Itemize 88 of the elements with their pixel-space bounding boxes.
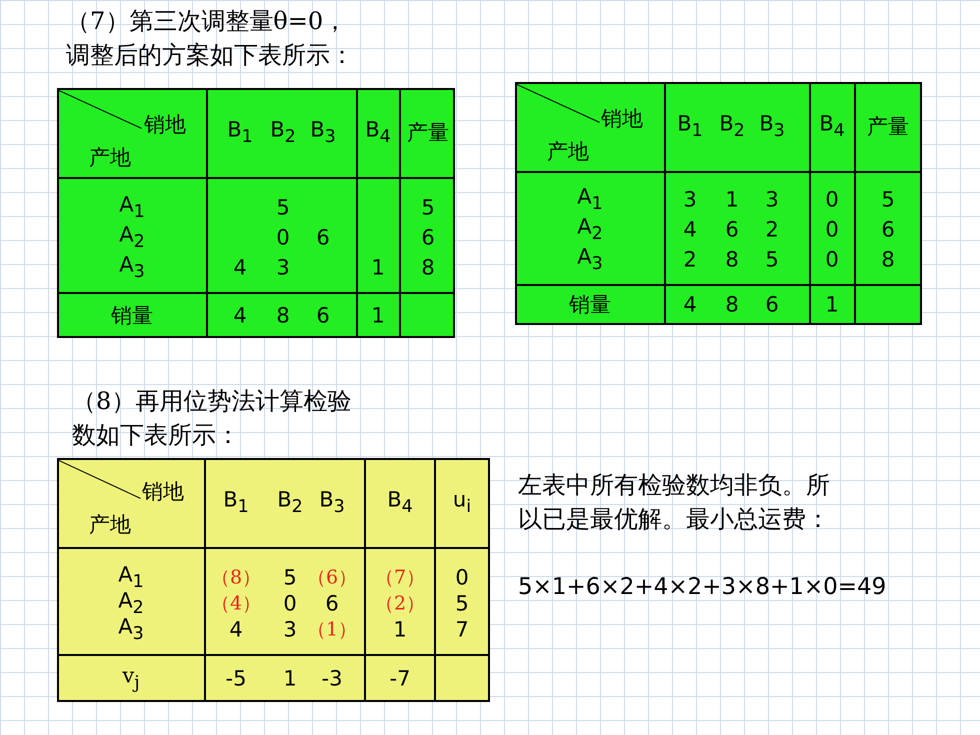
table-cell: 0 — [825, 190, 839, 210]
table-cell: 6 — [316, 228, 330, 248]
table-cell: 0 — [283, 594, 297, 614]
table-cell: 0 — [455, 568, 469, 588]
table-cell: 1 — [725, 190, 739, 210]
table-cell: 6 — [881, 220, 895, 240]
table-cell: （8） — [210, 568, 262, 588]
formula-text: 5×1+6×2+4×2+3×8+1×0=49 — [518, 573, 888, 602]
row-header: 产地 — [89, 514, 131, 536]
row-label: A$_{1}$ — [119, 194, 145, 222]
table-cell: -5 — [226, 668, 246, 690]
row-label: 销量 — [111, 306, 153, 326]
table-cell: 6 — [765, 294, 779, 316]
row-label: A$_{2}$ — [118, 590, 144, 618]
row-label: A$_{1}$ — [577, 186, 603, 214]
table-cell: 8 — [725, 250, 739, 270]
table-cell: 8 — [421, 258, 435, 278]
table-cell: 5 — [283, 568, 297, 588]
table-cell: -7 — [390, 668, 410, 690]
table-cell: 5 — [455, 594, 469, 614]
table-cell: 2 — [683, 250, 697, 270]
table-cell: 3 — [283, 620, 297, 640]
table-cell: 6 — [325, 594, 339, 614]
table-cell: 8 — [276, 306, 290, 326]
column-header: B$_{3}$ — [319, 490, 345, 516]
table-cell: 1 — [825, 294, 839, 316]
column-header: u$_{i}$ — [452, 490, 472, 516]
table-cell: 7 — [455, 620, 469, 640]
row-label: A$_{2}$ — [577, 216, 603, 244]
table-cell: 4 — [233, 258, 247, 278]
column-header: B$_{3}$ — [310, 120, 336, 146]
column-header: B$_{4}$ — [365, 120, 391, 146]
column-header: B$_{1}$ — [677, 114, 703, 140]
table-cell: 3 — [683, 190, 697, 210]
table-cell: 4 — [233, 306, 247, 326]
table-cell: 8 — [881, 250, 895, 270]
table-cell: 0 — [825, 220, 839, 240]
column-header: 销地 — [142, 482, 184, 502]
table-cell: 2 — [765, 220, 779, 240]
row-header: 产地 — [89, 148, 131, 168]
table-cell: 5 — [765, 250, 779, 270]
column-header: 销地 — [601, 108, 643, 130]
table-cell: 4 — [683, 220, 697, 240]
table-cell: 1 — [393, 620, 407, 640]
table-cell: 1 — [283, 668, 297, 690]
table-cell: （7） — [374, 568, 426, 588]
row-label: v$_{j}$ — [122, 666, 140, 692]
heading-text: （7）第三次调整量θ=0，调整后的方案如下表所示： — [66, 6, 355, 71]
table-cell: （1） — [306, 620, 358, 640]
conclusion-text: 左表中所有检验数均非负。所以已是最优解。最小总运费： — [518, 470, 831, 535]
table-cell: 6 — [316, 306, 330, 326]
table-cell: -3 — [322, 668, 342, 690]
table-cell: （4） — [210, 594, 262, 614]
table-cell: 1 — [371, 258, 385, 278]
heading-text: （8）再用位势法计算检验数如下表所示： — [72, 386, 352, 451]
table-cell: 5 — [881, 190, 895, 210]
row-label: A$_{3}$ — [577, 246, 603, 274]
row-label: A$_{1}$ — [118, 564, 144, 592]
row-label: 销量 — [569, 294, 611, 316]
row-label: A$_{3}$ — [119, 254, 145, 282]
table-cell: 6 — [421, 228, 435, 248]
column-header: B$_{2}$ — [270, 120, 296, 146]
table-cell: 1 — [371, 306, 385, 326]
table-cell: 3 — [276, 258, 290, 278]
column-header: B$_{2}$ — [719, 114, 745, 140]
table-cell: 4 — [683, 294, 697, 316]
table-cell: 3 — [765, 190, 779, 210]
table-cell: 0 — [825, 250, 839, 270]
column-header: B$_{3}$ — [759, 114, 785, 140]
column-header: B$_{4}$ — [387, 490, 413, 516]
table-cell: 0 — [276, 228, 290, 248]
column-header: 产量 — [867, 116, 909, 138]
row-label: A$_{3}$ — [118, 616, 144, 644]
column-header: 产量 — [407, 122, 449, 144]
column-header: B$_{1}$ — [223, 490, 249, 516]
column-header: B$_{1}$ — [227, 120, 253, 146]
row-label: A$_{2}$ — [119, 224, 145, 252]
column-header: B$_{2}$ — [277, 490, 303, 516]
table-cell: 5 — [276, 198, 290, 218]
table-cell: （2） — [374, 594, 426, 614]
table-cell: 8 — [725, 294, 739, 316]
row-header: 产地 — [547, 142, 589, 162]
column-header: B$_{4}$ — [819, 114, 845, 140]
column-header: 销地 — [144, 114, 186, 136]
table-cell: 4 — [229, 620, 243, 640]
table-cell: 6 — [725, 220, 739, 240]
table-cell: （6） — [306, 568, 358, 588]
table-cell: 5 — [421, 198, 435, 218]
